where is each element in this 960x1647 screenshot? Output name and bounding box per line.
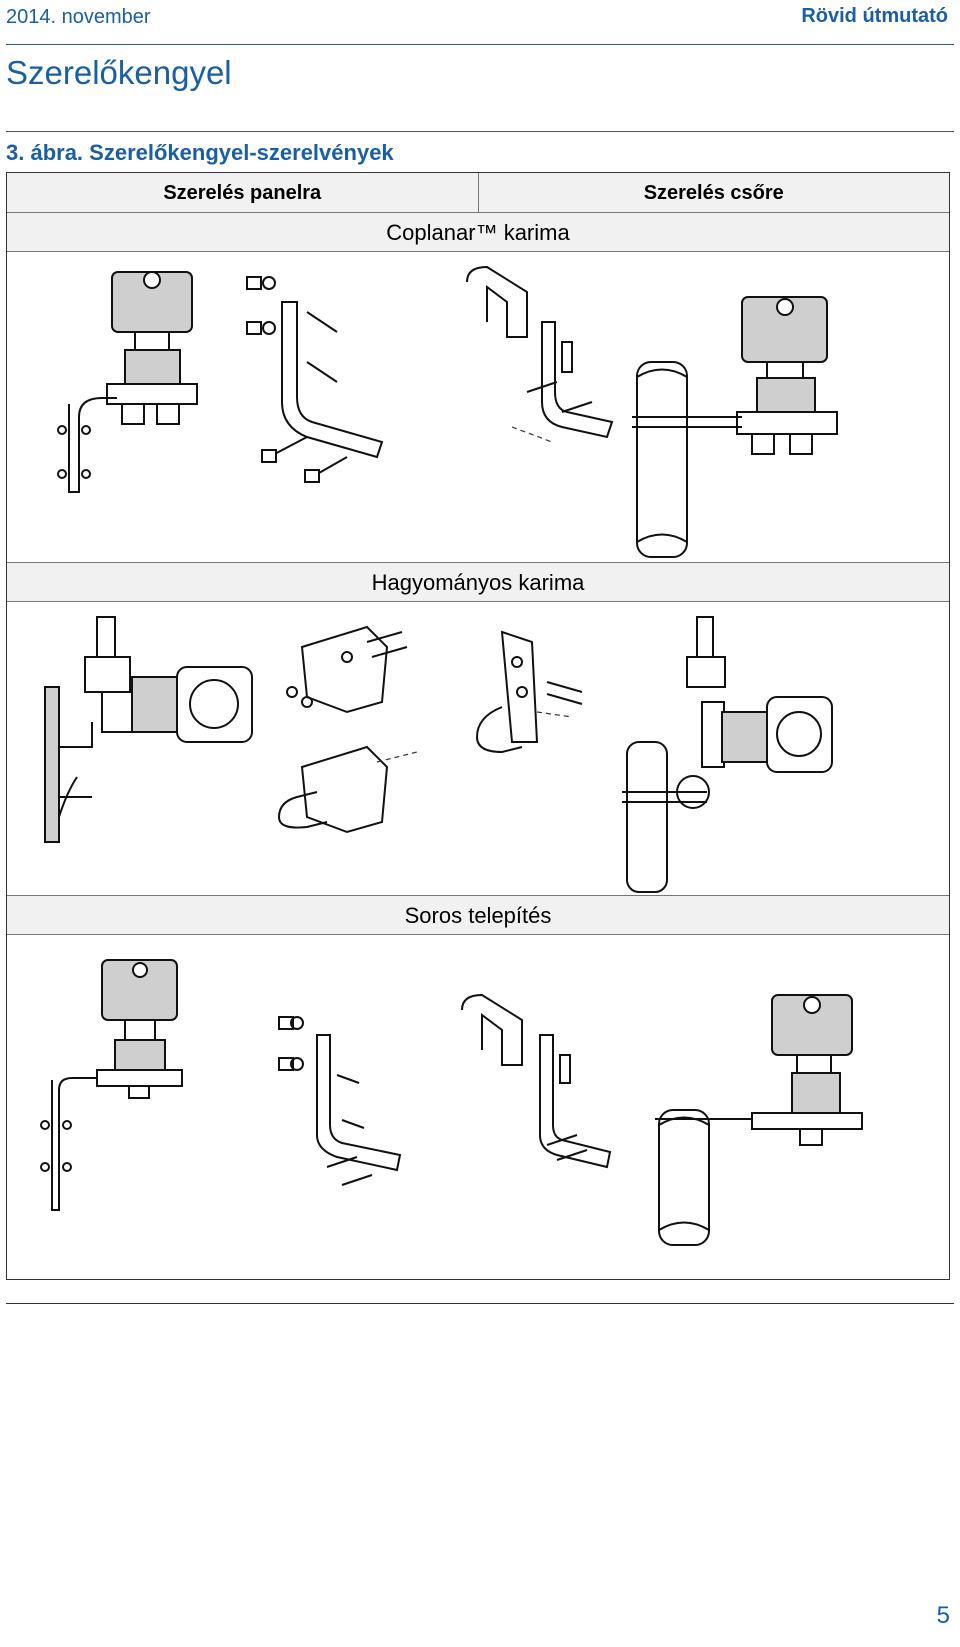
- coplanar-panel-bracket-drawing: [246, 276, 384, 483]
- row-label-traditional: Hagyományos karima: [7, 562, 949, 602]
- section-title: Szerelőkengyel: [6, 54, 232, 91]
- inline-pipe-transmitter-drawing: [655, 994, 863, 1246]
- figure-caption: 3. ábra. Szerelőkengyel-szerelvények: [6, 140, 394, 165]
- figure-table: Szerelés panelra Szerelés csőre Coplanar…: [6, 172, 950, 1280]
- coplanar-drawings: [57, 265, 838, 558]
- inline-panel-bracket-drawing: [278, 1016, 402, 1186]
- traditional-panel-bracket-drawing: [278, 625, 418, 834]
- coplanar-pipe-bracket-drawing: [466, 265, 614, 443]
- traditional-pipe-bracket-drawing: [476, 630, 583, 754]
- figure-bottom-divider: [6, 1303, 954, 1304]
- header-date: 2014. november: [6, 6, 151, 28]
- header-divider: [6, 44, 954, 45]
- coplanar-panel-transmitter-drawing: [57, 271, 198, 493]
- figure-column-headers: Szerelés panelra Szerelés csőre: [7, 173, 949, 213]
- traditional-panel-transmitter-drawing: [44, 616, 253, 843]
- traditional-pipe-transmitter-drawing: [622, 616, 833, 893]
- row-label-coplanar: Coplanar™ karima: [7, 212, 949, 252]
- page-number: 5: [936, 1602, 950, 1629]
- header-doc-title: Rövid útmutató: [801, 5, 948, 27]
- traditional-drawings: [44, 616, 833, 893]
- column-header-panel: Szerelés panelra: [7, 173, 479, 212]
- inline-drawings: [40, 959, 863, 1246]
- inline-pipe-bracket-drawing: [461, 993, 612, 1169]
- row-label-inline: Soros telepítés: [7, 895, 949, 935]
- column-header-pipe: Szerelés csőre: [643, 182, 784, 204]
- inline-panel-transmitter-drawing: [40, 959, 183, 1211]
- coplanar-pipe-transmitter-drawing: [632, 296, 838, 558]
- figure-divider: [6, 131, 954, 132]
